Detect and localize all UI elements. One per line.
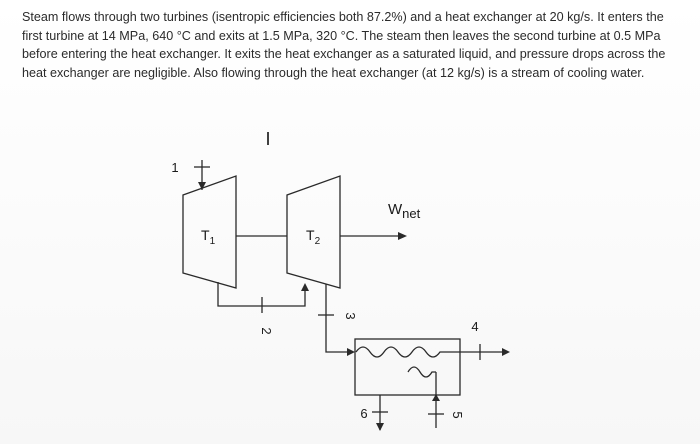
line-state-3 [325,284,352,353]
turbine-1-body [182,175,237,289]
state-3-label: 3 [343,312,358,319]
cooling-coil-top [355,346,460,358]
state-6-label: 6 [360,406,367,421]
turbine-2-label: T2 [306,227,321,247]
turbine-2-body [286,175,341,289]
state-4-label: 4 [471,319,478,334]
boundary-label: I [265,129,270,149]
cooling-coil-bottom [407,366,436,378]
wnet-arrowhead [398,232,407,240]
wnet-label: Wnet [388,201,421,221]
state-5-label: 5 [450,411,465,418]
heat-exchanger [354,338,461,396]
turbine-1-label: T1 [201,227,216,247]
problem-statement: Steam flows through two turbines (isentr… [22,10,666,80]
state-2-label: 2 [259,327,274,334]
state-1-label: 1 [171,160,178,175]
